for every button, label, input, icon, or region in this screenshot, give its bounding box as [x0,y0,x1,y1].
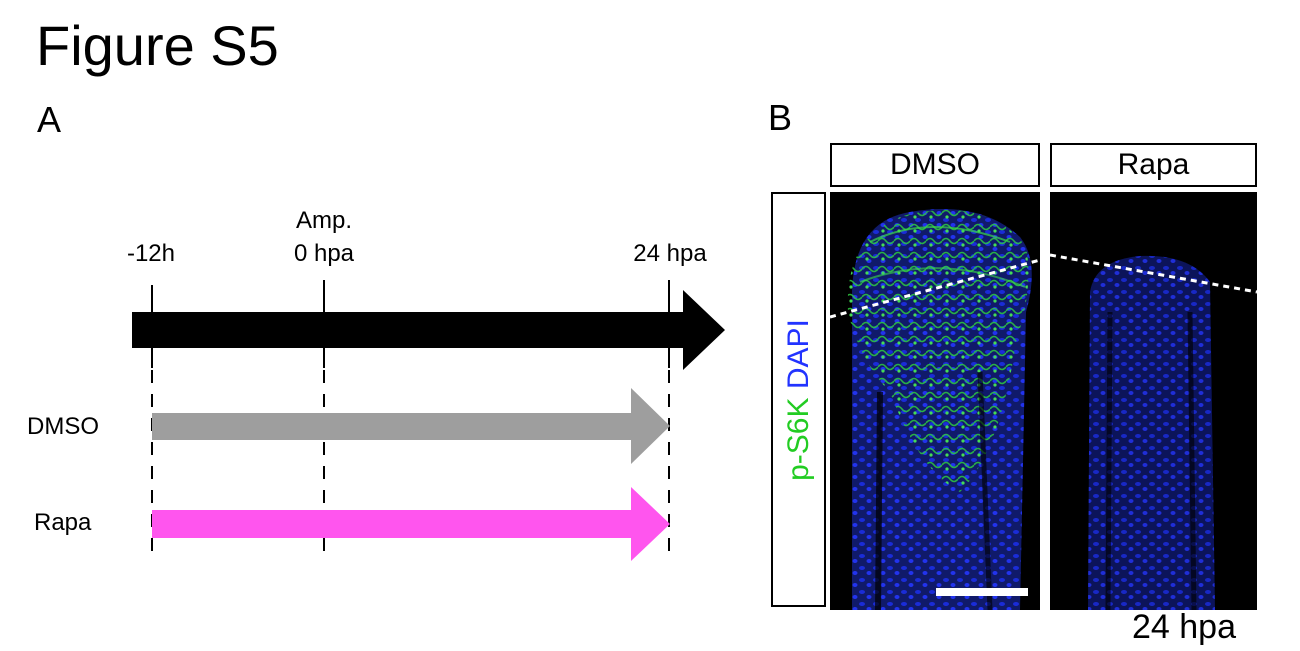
panel-a-label: A [37,99,62,140]
column-header-dmso: DMSO [830,143,1040,187]
scale-bar [936,588,1028,596]
timepoint-label-24hpa: 24 hpa [633,240,707,267]
figure-title: Figure S5 [36,14,279,77]
dmso-treatment-arrow [152,388,670,464]
panel-b-label: B [768,97,793,138]
timepoint-label-0hpa: 0 hpa [293,240,355,267]
condition-label-dmso: DMSO [27,413,99,440]
panel-b-timepoint-label: 24 hpa [1132,608,1236,646]
timeline-diagram [132,280,725,561]
amputation-plane-dmso [830,258,1040,319]
timeline-arrow [132,290,725,370]
rapa-treatment-arrow [152,487,670,561]
stain-label-box: p-S6K DAPI [771,192,826,607]
condition-label-rapa: Rapa [34,509,92,536]
timepoint-label-amp: Amp. [295,207,352,234]
micrograph-dmso [830,192,1040,610]
micrograph-dmso-image [830,209,1040,610]
micrograph-rapa [1050,192,1257,610]
amputation-plane-rapa [1050,253,1257,294]
timepoint-label-minus12h: -12h [126,240,176,267]
stain-label: p-S6K DAPI [782,319,816,481]
column-header-rapa: Rapa [1050,143,1257,187]
micrograph-rapa-image [1050,253,1257,610]
stain-label-ps6k: p-S6K [781,396,815,481]
stain-label-dapi: DAPI [781,318,815,389]
